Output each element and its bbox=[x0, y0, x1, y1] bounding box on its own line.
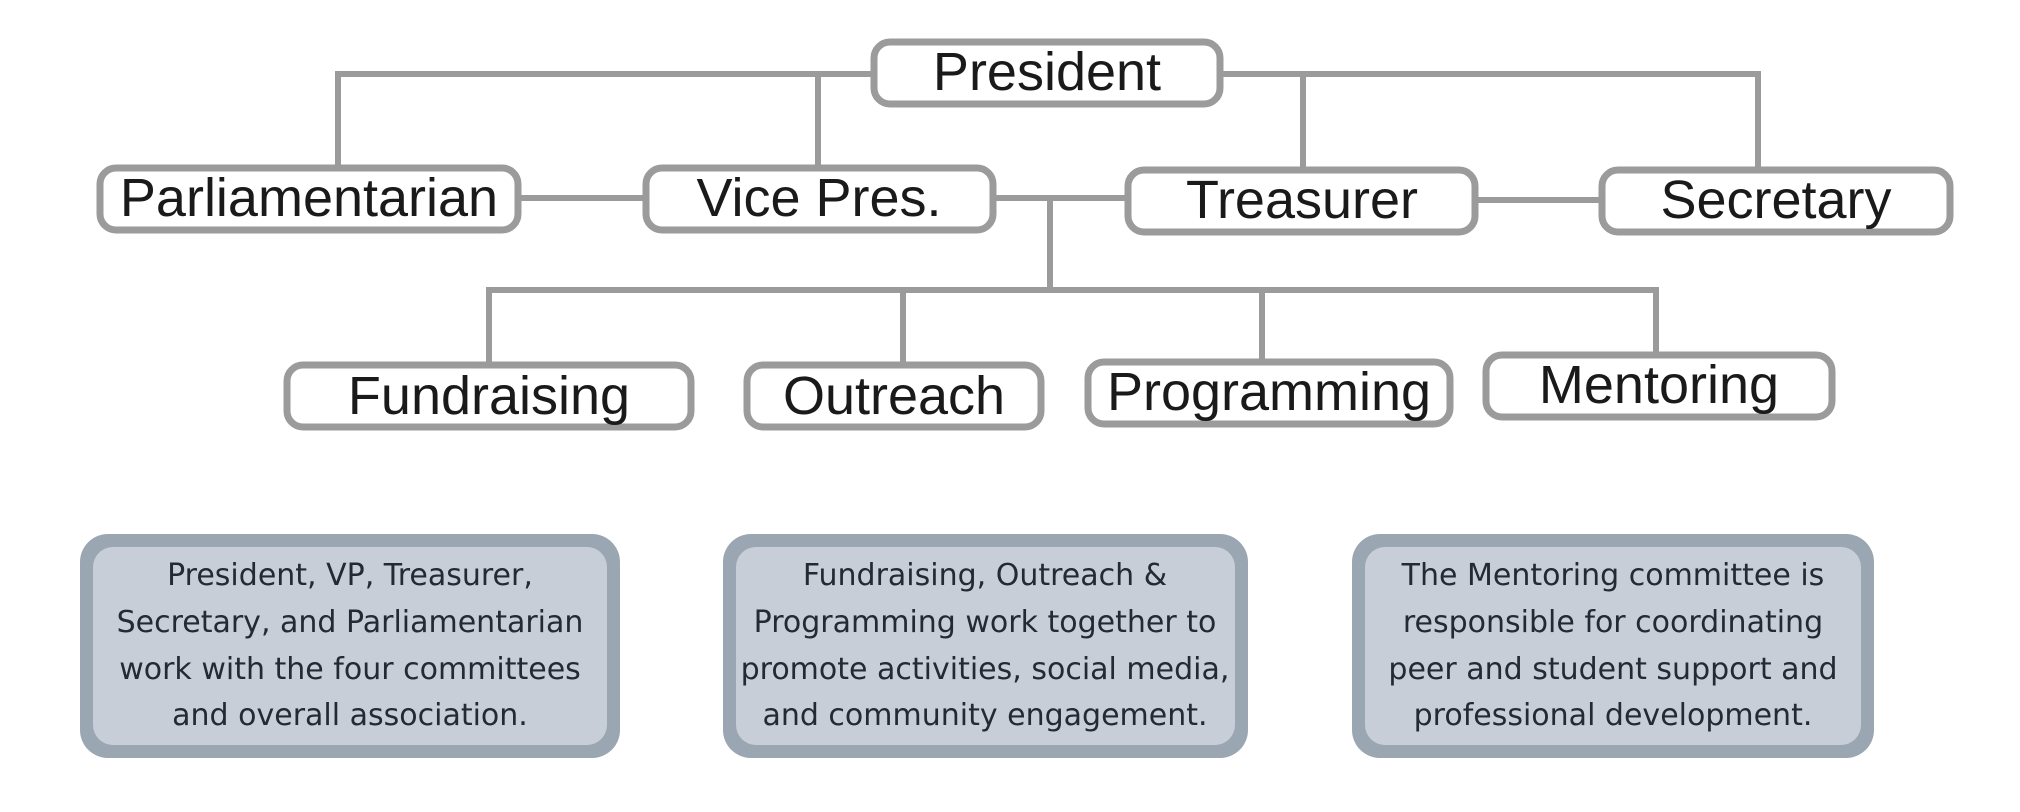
node-vice-president: Vice Pres. bbox=[642, 164, 997, 234]
note-mentoring-line-2: responsible for coordinating bbox=[1403, 605, 1823, 640]
note-officers-line-2: Secretary, and Parliamentarian bbox=[117, 605, 584, 640]
connector-president-left bbox=[335, 71, 881, 171]
node-mentoring: Mentoring bbox=[1482, 351, 1836, 421]
node-programming: Programming bbox=[1084, 358, 1454, 428]
note-committees-line-1: Fundraising, Outreach & bbox=[803, 558, 1167, 593]
note-officers-line-3: work with the four committees bbox=[119, 652, 581, 687]
connector-committees bbox=[486, 195, 1659, 368]
note-mentoring-line-1: The Mentoring committee is bbox=[1401, 558, 1825, 593]
note-committees-line-4: and community engagement. bbox=[762, 698, 1207, 733]
node-president: President bbox=[870, 38, 1224, 108]
note-committees-line-2: Programming work together to bbox=[754, 605, 1217, 640]
node-programming-label: Programming bbox=[1107, 362, 1431, 422]
node-vice-president-label: Vice Pres. bbox=[696, 168, 941, 228]
node-treasurer-label: Treasurer bbox=[1186, 170, 1418, 230]
note-officers-line-4: and overall association. bbox=[172, 698, 528, 733]
note-committees: Fundraising, Outreach & Programming work… bbox=[723, 534, 1248, 758]
node-mentoring-label: Mentoring bbox=[1539, 355, 1779, 415]
node-parliamentarian: Parliamentarian bbox=[96, 164, 522, 234]
node-secretary: Secretary bbox=[1598, 166, 1954, 236]
node-parliamentarian-label: Parliamentarian bbox=[120, 168, 498, 228]
note-officers-line-1: President, VP, Treasurer, bbox=[167, 558, 533, 593]
node-treasurer: Treasurer bbox=[1124, 166, 1479, 236]
node-outreach-label: Outreach bbox=[783, 366, 1005, 426]
node-fundraising-label: Fundraising bbox=[348, 366, 630, 426]
connector-president-right bbox=[1217, 71, 1761, 171]
node-president-label: President bbox=[933, 42, 1161, 102]
note-mentoring-line-4: professional development. bbox=[1414, 698, 1813, 733]
node-fundraising: Fundraising bbox=[283, 361, 695, 431]
note-mentoring-line-3: peer and student support and bbox=[1388, 652, 1837, 687]
connectors bbox=[335, 71, 1761, 368]
note-mentoring: The Mentoring committee is responsible f… bbox=[1352, 534, 1874, 758]
node-outreach: Outreach bbox=[743, 361, 1045, 431]
node-secretary-label: Secretary bbox=[1660, 170, 1891, 230]
note-committees-line-3: promote activities, social media, bbox=[741, 652, 1230, 687]
note-officers: President, VP, Treasurer, Secretary, and… bbox=[80, 534, 620, 758]
